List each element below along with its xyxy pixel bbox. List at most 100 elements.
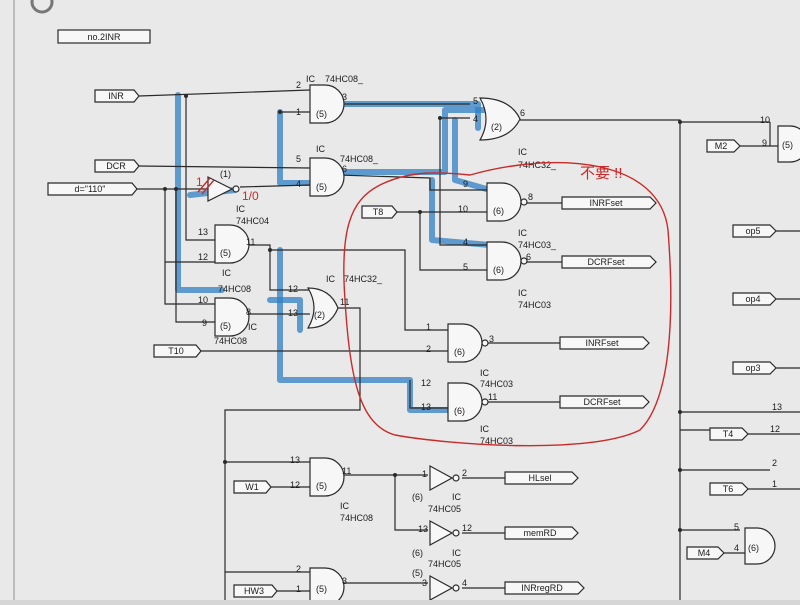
svg-text:3: 3: [422, 578, 427, 588]
svg-text:13: 13: [198, 227, 208, 237]
svg-text:2: 2: [772, 458, 777, 468]
svg-text:1: 1: [772, 479, 777, 489]
svg-text:6: 6: [520, 108, 525, 118]
svg-text:4: 4: [462, 578, 467, 588]
svg-text:13: 13: [290, 455, 300, 465]
gate-number: (5): [316, 481, 327, 491]
slash-strokes: [197, 177, 215, 195]
svg-text:12: 12: [288, 284, 298, 294]
svg-text:4: 4: [473, 114, 478, 124]
svg-text:4: 4: [463, 237, 468, 247]
input-connectors: INR DCR d="110" T8 T10 W1 HW3: [47, 89, 398, 598]
or-gate-top: [478, 97, 521, 141]
gate-number: (5): [220, 248, 231, 258]
input-inr: INR: [108, 91, 124, 101]
label-op3: op3: [745, 363, 760, 373]
ic-labels: IC 74HC08_ IC 74HC08_ IC 74HC32_ IC 74HC…: [214, 74, 557, 569]
chip-or-mid: 74HC32_: [344, 274, 383, 284]
svg-text:13: 13: [772, 402, 782, 412]
gate-number: (6): [412, 492, 423, 502]
svg-text:4: 4: [734, 543, 739, 553]
gate-number: (5): [412, 568, 423, 578]
highlight-or2-in: [267, 297, 303, 333]
svg-text:11: 11: [342, 466, 351, 476]
ic-label: IC: [480, 424, 490, 434]
right-gate-top: [777, 125, 800, 163]
ic-label: IC: [518, 288, 528, 298]
highlight-nand-in: [429, 177, 493, 248]
chip-and-mid: 74HC08_: [340, 154, 379, 164]
input-hw3: HW3: [244, 586, 264, 596]
and-gate-top: [309, 84, 345, 124]
ic-label: IC: [316, 144, 326, 154]
inverter-bubble: [232, 185, 240, 193]
not-gate-inrregrd: [429, 574, 454, 602]
input-dcr: DCR: [106, 161, 126, 171]
svg-text:9: 9: [463, 179, 468, 189]
svg-text:10: 10: [198, 295, 208, 305]
svg-text:12: 12: [198, 252, 208, 262]
gate-number: (6): [493, 265, 504, 275]
gate-number: (5): [316, 584, 327, 594]
svg-text:3: 3: [342, 576, 347, 586]
gate-number: (2): [314, 310, 325, 320]
ic-label: IC: [480, 368, 490, 378]
label-op4: op4: [745, 294, 760, 304]
chip-or-top: 74HC32_: [518, 160, 557, 170]
svg-text:10: 10: [458, 204, 468, 214]
ic-label: IC: [222, 268, 232, 278]
gate-number: (5): [316, 109, 327, 119]
chip-not-b: 74HC05: [428, 559, 461, 569]
chip-nand-c: 74HC03: [480, 379, 513, 389]
ic-label: IC: [326, 274, 336, 284]
svg-text:9: 9: [762, 138, 767, 148]
and-gate-w1: [309, 457, 345, 497]
gate-number: (6): [454, 347, 465, 357]
svg-text:12: 12: [462, 523, 472, 533]
label-op5: op5: [745, 226, 760, 236]
ic-label: IC: [518, 228, 528, 238]
slash-mark: 1: [196, 175, 203, 189]
svg-text:13: 13: [421, 402, 431, 412]
highlight-and-in: [277, 109, 313, 186]
gate-number: (6): [493, 206, 504, 216]
svg-text:6: 6: [342, 164, 347, 174]
and-gate-bottom: [309, 567, 345, 605]
gates: [207, 84, 800, 605]
chip-and-left-a: 74HC08: [218, 284, 251, 294]
output-dcrfset-top: DCRFset: [587, 257, 625, 267]
chip-not-a: 74HC05: [428, 504, 461, 514]
label-m4: M4: [698, 548, 711, 558]
highlight-and2-out: [335, 107, 488, 175]
inverter-gate: [207, 176, 234, 202]
not-gate-memrd: [429, 519, 454, 547]
svg-text:11: 11: [488, 392, 497, 402]
svg-text:8: 8: [528, 192, 533, 202]
right-gate-bottom: [744, 527, 776, 565]
gate-number: (6): [412, 548, 423, 558]
svg-text:1: 1: [296, 584, 301, 594]
ic-label: IC: [236, 204, 246, 214]
svg-text:5: 5: [296, 154, 301, 164]
gate-number: (1): [220, 169, 231, 179]
output-inrregrd: INRregRD: [521, 583, 563, 593]
svg-text:2: 2: [426, 344, 431, 354]
svg-text:12: 12: [770, 424, 780, 434]
input-t10: T10: [168, 346, 184, 356]
svg-text:8: 8: [246, 307, 251, 317]
junctions: [163, 94, 682, 532]
red-annotations: 不要 !! 1/0 1: [196, 161, 672, 447]
ic-label: IC: [452, 548, 462, 558]
handwritten-note: 不要 !!: [580, 165, 623, 182]
label-m2: M2: [715, 141, 728, 151]
svg-text:2: 2: [296, 80, 301, 90]
highlight-or-out: [452, 117, 493, 193]
gate-number: (5): [782, 140, 793, 150]
highlight-inr-trunk: [175, 92, 225, 293]
gate-number: (2): [491, 122, 502, 132]
svg-text:3: 3: [489, 334, 494, 344]
svg-text:1: 1: [426, 322, 431, 332]
output-memrd: memRD: [524, 528, 557, 538]
